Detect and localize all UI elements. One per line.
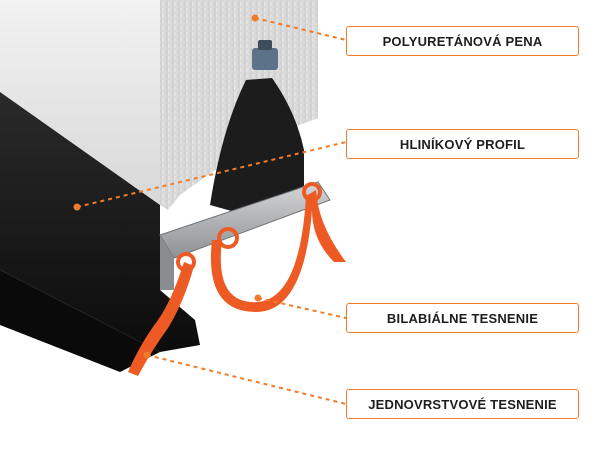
screw-insert (252, 40, 278, 70)
callout-aluminium-profile: HLINÍKOVÝ PROFIL (346, 129, 579, 159)
anchor-dot-profile (73, 203, 81, 211)
bilabial-seal-bead-right (302, 182, 322, 202)
bilabial-seal-shape (210, 190, 346, 312)
bilabial-seal-bead-left (217, 227, 239, 249)
anchor-dot-bilabial (254, 294, 262, 302)
anchor-dot-foam (251, 14, 259, 22)
callout-polyurethane-foam: POLYURETÁNOVÁ PENA (346, 26, 579, 56)
callout-label: POLYURETÁNOVÁ PENA (382, 33, 543, 49)
leader-line-profile (76, 141, 347, 208)
callout-single-layer-seal: JEDNOVRSTVOVÉ TESNENIE (346, 389, 579, 419)
panel-dark-block (0, 92, 200, 352)
leader-line-bilabial (257, 297, 347, 319)
callout-label: HLINÍKOVÝ PROFIL (399, 136, 526, 152)
panel-face (0, 0, 160, 205)
single-layer-seal-shape (128, 262, 194, 376)
foam-chamber (210, 78, 304, 212)
leader-line-single-layer (146, 354, 347, 405)
aluminium-profile-underside (160, 235, 174, 290)
anchor-dot-single-layer (143, 351, 151, 359)
panel-dark-bottom (0, 270, 160, 372)
callout-label: JEDNOVRSTVOVÉ TESNENIE (368, 396, 557, 412)
callout-bilabial-seal: BILABIÁLNE TESNENIE (346, 303, 579, 333)
leader-lines (76, 17, 347, 405)
leader-anchor-dots (73, 14, 262, 359)
single-layer-seal-bead (176, 252, 196, 272)
callout-label: BILABIÁLNE TESNENIE (386, 310, 539, 326)
